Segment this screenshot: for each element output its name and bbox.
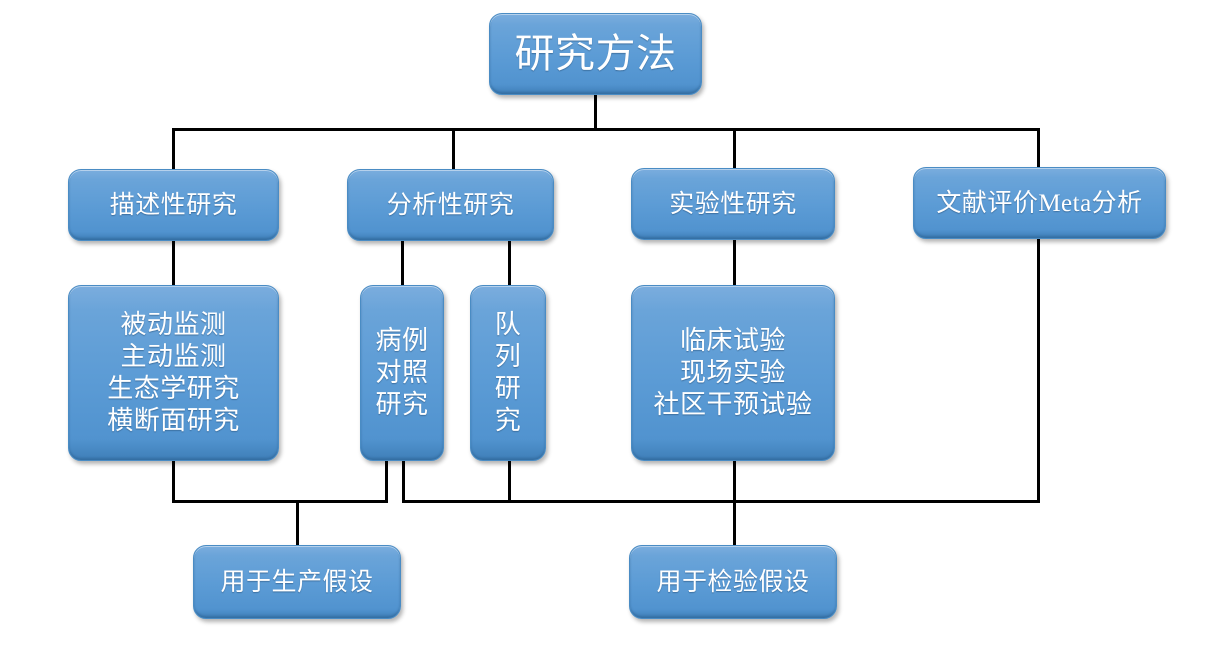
node-descriptive-methods-list[interactable]: 被动监测 主动监测 生态学研究 横断面研究 — [68, 285, 279, 461]
node-label: 病例 对照 研究 — [375, 325, 429, 420]
node-label: 队 列 研 究 — [494, 309, 522, 436]
connector-experimental-to-sub — [733, 240, 736, 286]
connector-case-down-right — [402, 460, 405, 503]
connector-left-bus-to-generate — [296, 500, 299, 546]
connector-descriptive-to-sub — [172, 240, 175, 286]
connector-bus-to-experimental — [733, 128, 736, 170]
node-descriptive-research[interactable]: 描述性研究 — [68, 169, 279, 241]
connector-expsub-down — [733, 460, 736, 503]
node-case-control-study[interactable]: 病例 对照 研究 — [360, 285, 444, 461]
node-label: 描述性研究 — [109, 191, 238, 219]
connector-left-bus — [172, 500, 388, 503]
connector-top-bus — [172, 128, 1040, 131]
connector-meta-down — [1037, 239, 1040, 503]
node-experimental-methods-list[interactable]: 临床试验 现场实验 社区干预试验 — [631, 285, 835, 461]
connector-root-stem — [594, 95, 597, 130]
connector-bus-to-analytical — [452, 128, 455, 171]
connector-analytical-to-case — [401, 240, 404, 286]
node-label: 被动监测 主动监测 生态学研究 横断面研究 — [107, 309, 240, 436]
node-label: 临床试验 现场实验 社区干预试验 — [653, 325, 813, 420]
node-cohort-study[interactable]: 队 列 研 究 — [470, 285, 546, 461]
connector-bus-to-descriptive — [172, 128, 175, 171]
connector-right-bus — [402, 500, 1040, 503]
node-test-hypothesis[interactable]: 用于检验假设 — [629, 545, 837, 619]
node-literature-meta-analysis[interactable]: 文献评价Meta分析 — [913, 167, 1166, 239]
node-label: 分析性研究 — [386, 191, 515, 219]
node-label: 文献评价Meta分析 — [936, 189, 1143, 217]
node-research-methods[interactable]: 研究方法 — [489, 13, 702, 95]
node-analytical-research[interactable]: 分析性研究 — [347, 169, 554, 241]
node-label: 实验性研究 — [669, 190, 797, 218]
connector-analytical-to-cohort — [508, 240, 511, 286]
connector-cohort-down — [508, 460, 511, 503]
node-generate-hypothesis[interactable]: 用于生产假设 — [193, 545, 401, 619]
connector-descsub-down — [172, 460, 175, 503]
connector-right-bus-to-test — [733, 500, 736, 546]
connector-bus-to-meta — [1037, 128, 1040, 169]
node-experimental-research[interactable]: 实验性研究 — [631, 168, 835, 240]
node-label: 用于检验假设 — [656, 568, 810, 596]
node-label: 用于生产假设 — [220, 568, 374, 596]
connector-case-down-left — [385, 460, 388, 503]
node-label: 研究方法 — [514, 31, 677, 77]
